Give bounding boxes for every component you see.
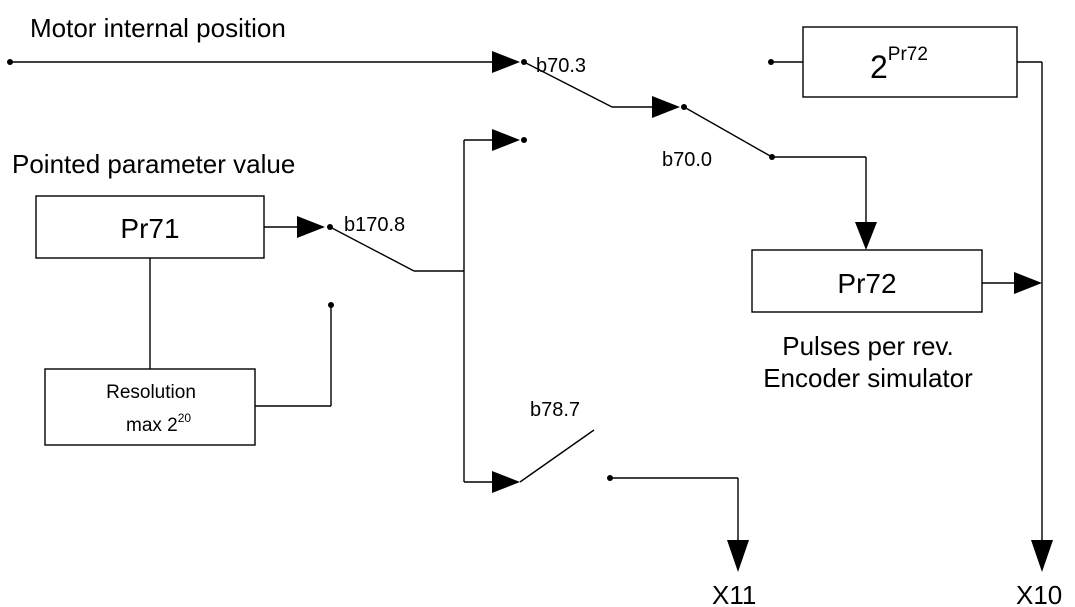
switch-b78-7-label: b78.7 [530, 399, 580, 421]
motor-internal-position-label: Motor internal position [30, 13, 286, 43]
resolution-line2-base: max 2 [126, 415, 178, 436]
switch-b170-8-blade [329, 226, 415, 272]
switch-b170-8-contact [328, 302, 334, 308]
switch-b170-8-label: b170.8 [344, 214, 405, 236]
power-block-base: 2 [870, 49, 888, 85]
resolution-line2-exponent: 20 [178, 411, 192, 425]
power-block [802, 26, 1018, 98]
power-block-text: 2Pr72 [870, 44, 928, 85]
b70-0-alt-contact [521, 137, 527, 143]
switch-b70-0-blade [683, 106, 773, 158]
switch-b78-7-blade [519, 429, 595, 483]
switch-b70-0-label: b70.0 [662, 149, 712, 171]
pr71-block [35, 195, 265, 259]
bus-top-arrow [492, 129, 520, 151]
switch-b70-3-label: b70.3 [536, 55, 586, 77]
x10-arrow [1031, 540, 1053, 572]
switch-b70-3-blade [523, 61, 613, 108]
pulses-per-rev-label: Pulses per rev. [782, 331, 953, 361]
resolution-block [44, 368, 256, 446]
pr72-block-label: Pr72 [837, 268, 896, 299]
motor-position-arrow [492, 51, 520, 73]
encoder-simulator-label: Encoder simulator [763, 363, 973, 393]
power-block-exponent: Pr72 [888, 44, 928, 65]
x10-label: X10 [1016, 580, 1062, 607]
pr72-block [751, 249, 983, 313]
x11-arrow [727, 540, 749, 572]
pr72-output-arrow [1014, 272, 1042, 294]
resolution-line2: max 220 [126, 411, 191, 436]
switch-b70-3-out-arrow [652, 96, 680, 118]
pr71-block-label: Pr71 [120, 213, 179, 244]
resolution-line1: Resolution [106, 382, 196, 403]
bus-bottom-arrow [492, 471, 520, 493]
pointed-parameter-value-label: Pointed parameter value [12, 149, 295, 179]
pr72-input-arrow [855, 222, 877, 250]
pr71-output-arrow [297, 216, 325, 238]
x11-label: X11 [712, 580, 756, 607]
